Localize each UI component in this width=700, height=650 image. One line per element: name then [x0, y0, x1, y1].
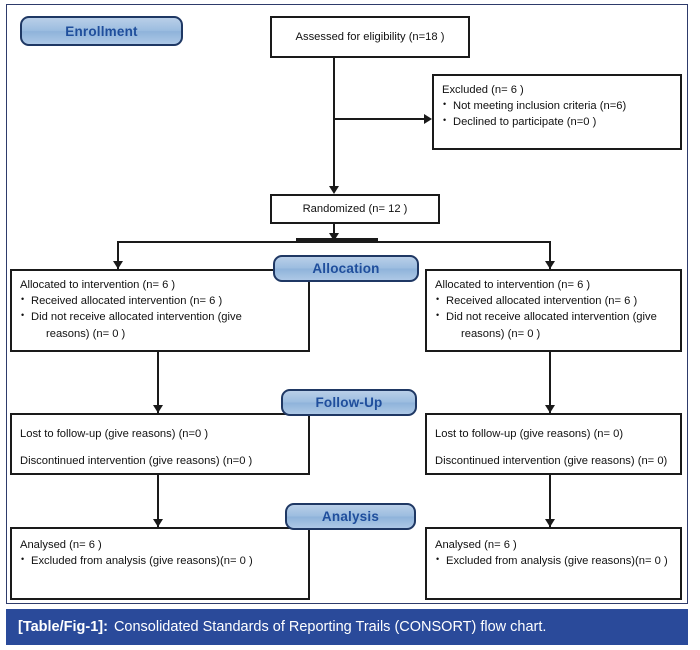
figure-caption-label: [Table/Fig-1]: [18, 619, 108, 635]
connector-split-right-drop [549, 241, 551, 269]
connector-alloc-right-to-followup [549, 352, 551, 413]
node-allocation-right: Allocated to intervention (n= 6 ) Receiv… [425, 269, 682, 352]
arrowhead-alloc-right-to-followup [545, 405, 555, 413]
arrowhead-assessed-to-excluded [424, 114, 432, 124]
connector-alloc-left-to-followup [157, 352, 159, 413]
node-allocation-left-item-1: Did not receive allocated intervention (… [20, 309, 300, 325]
node-excluded-item-1: Declined to participate (n=0 ) [442, 114, 672, 130]
phase-badge-allocation: Allocation [273, 255, 419, 282]
arrowhead-split-right [545, 261, 555, 269]
node-followup-right: Lost to follow-up (give reasons) (n= 0) … [425, 413, 682, 475]
node-assessed-text: Assessed for eligibility (n=18 ) [295, 30, 445, 43]
node-analysis-left-title: Analysed (n= 6 ) [20, 539, 102, 551]
node-analysis-right-title: Analysed (n= 6 ) [435, 539, 517, 551]
phase-badge-enrollment: Enrollment [20, 16, 183, 46]
phase-badge-enrollment-label: Enrollment [65, 23, 138, 39]
node-followup-right-line2: Discontinued intervention (give reasons)… [435, 455, 668, 468]
arrowhead-followup-right-to-analysis [545, 519, 555, 527]
arrowhead-randomized-stem [329, 233, 339, 241]
connector-assessed-to-excluded [333, 118, 425, 120]
node-followup-left-line2: Discontinued intervention (give reasons)… [20, 455, 253, 468]
arrowhead-assessed-to-randomized [329, 186, 339, 194]
node-analysis-right-item: Excluded from analysis (give reasons)(n=… [435, 553, 672, 569]
node-randomized-text: Randomized (n= 12 ) [302, 202, 408, 215]
node-followup-left: Lost to follow-up (give reasons) (n=0 ) … [10, 413, 310, 475]
connector-allocation-split [117, 241, 551, 243]
connector-followup-right-to-analysis [549, 475, 551, 527]
node-allocation-right-item-1-cont: reasons) (n= 0 ) [461, 327, 541, 340]
figure-caption-bar: [Table/Fig-1]: Consolidated Standards of… [6, 609, 688, 645]
connector-split-left-drop [117, 241, 119, 269]
arrowhead-alloc-left-to-followup [153, 405, 163, 413]
connector-randomized-split-stub [296, 238, 378, 242]
phase-badge-analysis-label: Analysis [321, 509, 380, 524]
node-analysis-left-item: Excluded from analysis (give reasons)(n=… [20, 553, 300, 569]
phase-badge-analysis: Analysis [285, 503, 416, 530]
node-analysis-left: Analysed (n= 6 ) Excluded from analysis … [10, 527, 310, 600]
connector-assessed-to-randomized [333, 58, 335, 188]
node-excluded: Excluded (n= 6 ) Not meeting inclusion c… [432, 74, 682, 150]
node-excluded-title: Excluded (n= 6 ) [442, 84, 524, 96]
phase-badge-followup: Follow-Up [281, 389, 417, 416]
node-randomized: Randomized (n= 12 ) [270, 194, 440, 224]
node-allocation-left-item-1-cont: reasons) (n= 0 ) [46, 327, 126, 340]
arrowhead-split-left [113, 261, 123, 269]
connector-followup-left-to-analysis [157, 475, 159, 527]
arrowhead-followup-left-to-analysis [153, 519, 163, 527]
node-allocation-left: Allocated to intervention (n= 6 ) Receiv… [10, 269, 310, 352]
connector-randomized-stem [333, 224, 335, 241]
node-allocation-right-item-0: Received allocated intervention (n= 6 ) [435, 293, 672, 309]
node-excluded-item-0: Not meeting inclusion criteria (n=6) [442, 98, 672, 114]
node-followup-left-line1: Lost to follow-up (give reasons) (n=0 ) [20, 428, 209, 440]
phase-badge-followup-label: Follow-Up [315, 395, 383, 410]
phase-badge-allocation-label: Allocation [312, 261, 380, 276]
figure-caption-text: Consolidated Standards of Reporting Trai… [113, 619, 547, 635]
node-followup-right-line1: Lost to follow-up (give reasons) (n= 0) [435, 428, 624, 440]
node-allocation-right-item-1: Did not receive allocated intervention (… [435, 309, 672, 325]
node-allocation-right-title: Allocated to intervention (n= 6 ) [435, 279, 591, 291]
node-allocation-left-title: Allocated to intervention (n= 6 ) [20, 279, 176, 291]
node-assessed-for-eligibility: Assessed for eligibility (n=18 ) [270, 16, 470, 58]
node-analysis-right: Analysed (n= 6 ) Excluded from analysis … [425, 527, 682, 600]
node-allocation-left-item-0: Received allocated intervention (n= 6 ) [20, 293, 300, 309]
